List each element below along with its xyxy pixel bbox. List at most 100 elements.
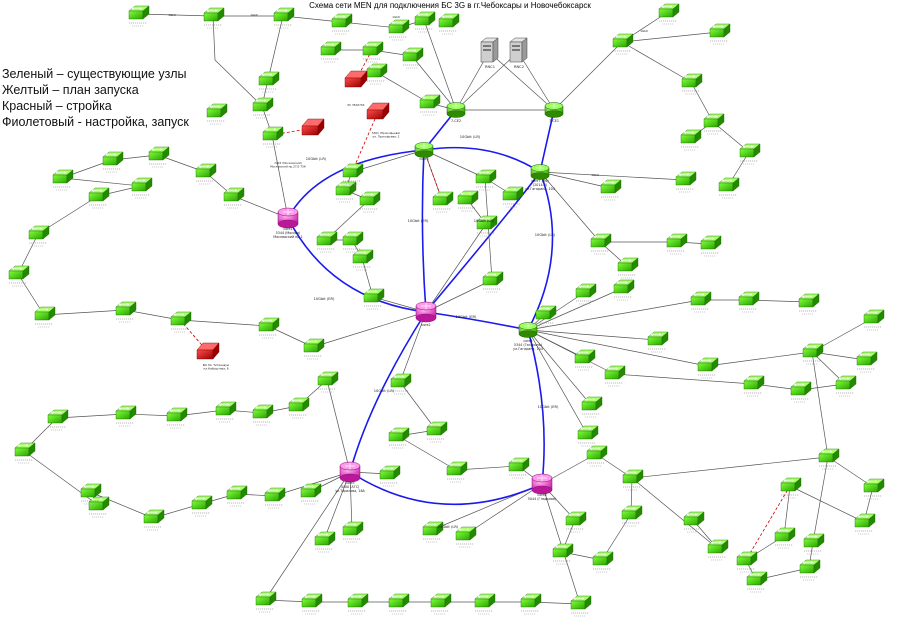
switch-node-existing[interactable] xyxy=(565,511,587,526)
switch-node-existing[interactable] xyxy=(482,271,504,286)
switch-node-existing[interactable] xyxy=(426,421,448,436)
switch-node-existing[interactable] xyxy=(455,526,477,541)
switch-node-existing[interactable] xyxy=(388,427,410,442)
switch-node-existing[interactable] xyxy=(474,593,496,608)
switch-node-existing[interactable] xyxy=(88,496,110,511)
switch-node-existing[interactable] xyxy=(617,257,639,272)
switch-node-existing[interactable] xyxy=(226,485,248,500)
switch-node-existing[interactable] xyxy=(273,7,295,22)
switch-node-existing[interactable] xyxy=(264,487,286,502)
switch-node-existing[interactable] xyxy=(666,233,688,248)
switch-node-existing[interactable] xyxy=(170,311,192,326)
switch-node-existing[interactable] xyxy=(647,331,669,346)
switch-node-existing[interactable] xyxy=(586,445,608,460)
switch-node-existing[interactable] xyxy=(255,591,277,606)
switch-node-existing[interactable] xyxy=(258,317,280,332)
switch-node-construction[interactable] xyxy=(196,342,220,360)
switch-node-existing[interactable] xyxy=(432,191,454,206)
switch-node-existing[interactable] xyxy=(359,191,381,206)
switch-node-existing[interactable] xyxy=(683,511,705,526)
switch-node-existing[interactable] xyxy=(347,593,369,608)
switch-node-existing[interactable] xyxy=(223,187,245,202)
switch-node-existing[interactable] xyxy=(115,301,137,316)
switch-node-existing[interactable] xyxy=(300,483,322,498)
switch-node-existing[interactable] xyxy=(681,73,703,88)
switch-node-existing[interactable] xyxy=(700,235,722,250)
switch-node-existing[interactable] xyxy=(195,163,217,178)
switch-node-existing[interactable] xyxy=(738,291,760,306)
switch-node-existing[interactable] xyxy=(575,283,597,298)
switch-node-existing[interactable] xyxy=(352,249,374,264)
switch-node-existing[interactable] xyxy=(746,571,768,586)
switch-node-existing[interactable] xyxy=(52,169,74,184)
core-router-core6[interactable] xyxy=(531,473,553,495)
switch-node-existing[interactable] xyxy=(301,593,323,608)
router-core7[interactable] xyxy=(530,164,550,180)
switch-node-existing[interactable] xyxy=(502,186,524,201)
switch-node-existing[interactable] xyxy=(680,129,702,144)
switch-node-existing[interactable] xyxy=(475,169,497,184)
switch-node-existing[interactable] xyxy=(419,94,441,109)
switch-node-existing[interactable] xyxy=(390,373,412,388)
switch-node-existing[interactable] xyxy=(690,291,712,306)
switch-node-existing[interactable] xyxy=(739,143,761,158)
switch-node-existing[interactable] xyxy=(320,41,342,56)
router-core4[interactable] xyxy=(518,322,538,338)
switch-node-existing[interactable] xyxy=(80,483,102,498)
switch-node-existing[interactable] xyxy=(718,177,740,192)
switch-node-existing[interactable] xyxy=(780,477,802,492)
switch-node-existing[interactable] xyxy=(88,187,110,202)
switch-node-existing[interactable] xyxy=(856,351,878,366)
switch-node-existing[interactable] xyxy=(577,425,599,440)
switch-node-existing[interactable] xyxy=(621,505,643,520)
switch-node-existing[interactable] xyxy=(252,97,274,112)
switch-node-existing[interactable] xyxy=(262,126,284,141)
switch-node-construction[interactable] xyxy=(301,118,325,136)
switch-node-existing[interactable] xyxy=(303,338,325,353)
switch-node-existing[interactable] xyxy=(835,375,857,390)
switch-node-existing[interactable] xyxy=(366,63,388,78)
switch-node-existing[interactable] xyxy=(422,521,444,536)
switch-node-existing[interactable] xyxy=(414,11,436,26)
switch-node-existing[interactable] xyxy=(604,365,626,380)
core-router-core5[interactable] xyxy=(339,461,361,483)
switch-node-existing[interactable] xyxy=(148,146,170,161)
switch-node-existing[interactable] xyxy=(622,469,644,484)
switch-node-construction[interactable] xyxy=(344,70,368,88)
switch-node-existing[interactable] xyxy=(258,71,280,86)
switch-node-existing[interactable] xyxy=(803,533,825,548)
core-router-core2[interactable] xyxy=(415,301,437,323)
switch-node-existing[interactable] xyxy=(102,151,124,166)
switch-node-existing[interactable] xyxy=(143,509,165,524)
switch-node-existing[interactable] xyxy=(342,521,364,536)
switch-node-existing[interactable] xyxy=(14,442,36,457)
switch-node-existing[interactable] xyxy=(335,181,357,196)
core-router-core1[interactable] xyxy=(277,207,299,229)
switch-node-existing[interactable] xyxy=(438,13,460,28)
switch-node-construction[interactable] xyxy=(366,102,390,120)
switch-node-existing[interactable] xyxy=(314,531,336,546)
switch-node-existing[interactable] xyxy=(8,265,30,280)
switch-node-existing[interactable] xyxy=(342,231,364,246)
switch-node-existing[interactable] xyxy=(613,279,635,294)
switch-node-existing[interactable] xyxy=(457,190,479,205)
switch-node-existing[interactable] xyxy=(581,396,603,411)
switch-node-existing[interactable] xyxy=(402,47,424,62)
switch-node-existing[interactable] xyxy=(707,539,729,554)
router-ce1[interactable] xyxy=(544,102,564,118)
switch-node-existing[interactable] xyxy=(574,349,596,364)
switch-node-existing[interactable] xyxy=(115,405,137,420)
rnc-server-rnc2[interactable] xyxy=(509,37,528,63)
switch-node-existing[interactable] xyxy=(317,371,339,386)
switch-node-existing[interactable] xyxy=(128,5,150,20)
switch-node-existing[interactable] xyxy=(215,401,237,416)
switch-node-existing[interactable] xyxy=(166,407,188,422)
switch-node-existing[interactable] xyxy=(331,13,353,28)
switch-node-existing[interactable] xyxy=(658,3,680,18)
switch-node-existing[interactable] xyxy=(388,593,410,608)
switch-node-existing[interactable] xyxy=(191,495,213,510)
switch-node-existing[interactable] xyxy=(774,527,796,542)
switch-node-existing[interactable] xyxy=(675,171,697,186)
switch-node-existing[interactable] xyxy=(252,404,274,419)
switch-node-existing[interactable] xyxy=(799,559,821,574)
